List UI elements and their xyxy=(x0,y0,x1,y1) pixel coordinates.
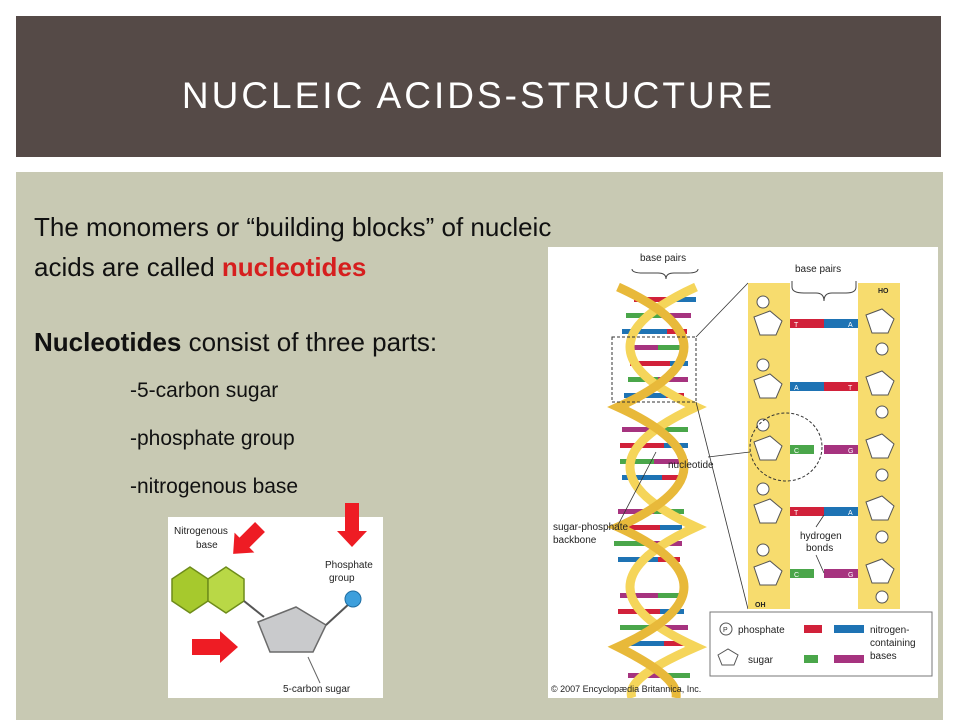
copyright-text: © 2007 Encyclopædia Britannica, Inc. xyxy=(551,684,701,694)
dna-figure: base pairs base pairs xyxy=(548,247,938,700)
legend-sugar-label: sugar xyxy=(748,655,774,666)
svg-text:A: A xyxy=(848,322,853,329)
ladder-phosphates-sugars xyxy=(753,295,895,604)
nucleotide-label: nucleotide xyxy=(668,460,714,471)
hydrogen-leader-1 xyxy=(815,514,825,528)
nucleotide-circle xyxy=(749,412,823,482)
backbone-strand-1 xyxy=(625,282,708,700)
parts-heading: Nucleotides consist of three parts: xyxy=(34,326,437,358)
glycosidic-bond xyxy=(243,600,265,618)
bracket-right xyxy=(791,281,857,302)
nucleotide-diagram: Nitrogenous base Phosphate group 5-carbo… xyxy=(171,526,373,695)
svg-text:T: T xyxy=(794,510,799,517)
phosphate-bond xyxy=(325,602,351,626)
intro-line-2-prefix: acids are called xyxy=(34,252,222,282)
hydrogen-label-1: hydrogen xyxy=(800,531,842,542)
nucleotides-highlight: nucleotides xyxy=(221,252,367,282)
backbone-leader xyxy=(617,451,657,526)
zoom-selection-box xyxy=(611,336,697,403)
nucleotide-leader xyxy=(707,451,751,458)
slide-title: NUCLEIC ACIDS-STRUCTURE xyxy=(181,74,776,116)
base-label-1: Nitrogenous xyxy=(174,526,228,537)
nucleotide-figure: Nitrogenous base Phosphate group 5-carbo… xyxy=(168,517,383,698)
legend-bases-label-2: containing xyxy=(870,638,916,649)
svg-text:T: T xyxy=(848,385,853,392)
svg-text:G: G xyxy=(848,572,853,579)
zoom-line-bottom xyxy=(695,401,749,610)
arrow-phosphate-icon xyxy=(337,503,367,547)
ladder-rungs: T A A T C G T A C G xyxy=(790,319,858,579)
intro-line-1: The monomers or “building blocks” of nuc… xyxy=(34,212,552,242)
backbone-strand-2 xyxy=(607,282,689,699)
phosphate-ball xyxy=(344,590,362,608)
svg-text:T: T xyxy=(794,322,799,329)
intro-line-2: acids are called nucleotides xyxy=(34,251,366,283)
parts-heading-bold: Nucleotides xyxy=(34,327,182,357)
svg-text:A: A xyxy=(848,510,853,517)
hydrogen-label-2: bonds xyxy=(806,543,833,554)
part-item-sugar: -5-carbon sugar xyxy=(130,379,279,402)
part-item-base: -nitrogenous base xyxy=(130,475,299,498)
oh-label: OH xyxy=(755,602,766,609)
legend-bases-label-3: bases xyxy=(870,651,897,662)
sugar-leader xyxy=(307,656,321,684)
legend-g-icon xyxy=(834,655,864,663)
legend-phosphate-icon xyxy=(719,622,733,636)
ho-label: HO xyxy=(878,288,889,295)
base-pairs-label-right: base pairs xyxy=(795,264,841,275)
legend-t-icon xyxy=(804,625,822,633)
phosphate-label-2: group xyxy=(329,573,355,584)
part-item-phosphate: -phosphate group xyxy=(130,427,295,450)
hydrogen-leader-2 xyxy=(815,554,825,574)
sugar-label: 5-carbon sugar xyxy=(283,684,351,695)
bracket-left xyxy=(631,268,699,280)
title-bar: NUCLEIC ACIDS-STRUCTURE xyxy=(16,16,941,157)
phosphate-label-1: Phosphate xyxy=(325,560,373,571)
zoom-line-top xyxy=(695,282,749,338)
backbone-label-1: sugar-phosphate xyxy=(553,522,628,533)
backbone-label-2: backbone xyxy=(553,535,597,546)
base-label-2: base xyxy=(196,540,218,551)
svg-text:P: P xyxy=(723,627,728,634)
arrow-base-icon xyxy=(233,522,265,554)
svg-text:C: C xyxy=(794,572,799,579)
arrow-sugar-icon xyxy=(192,631,238,663)
legend-phosphate-label: phosphate xyxy=(738,625,785,636)
legend-bases-label-1: nitrogen- xyxy=(870,625,909,636)
svg-text:A: A xyxy=(794,385,799,392)
dna-diagram: base pairs base pairs xyxy=(551,253,933,700)
legend-sugar-icon xyxy=(717,648,739,666)
legend-c-icon xyxy=(804,655,818,663)
parts-heading-rest: consist of three parts: xyxy=(181,327,438,357)
svg-text:G: G xyxy=(848,448,853,455)
base-pairs-label-left: base pairs xyxy=(640,253,686,264)
svg-text:C: C xyxy=(794,448,799,455)
legend-a-icon xyxy=(834,625,864,633)
red-arrows xyxy=(192,503,367,663)
sugar-ring xyxy=(257,606,327,653)
legend-box xyxy=(709,611,933,677)
